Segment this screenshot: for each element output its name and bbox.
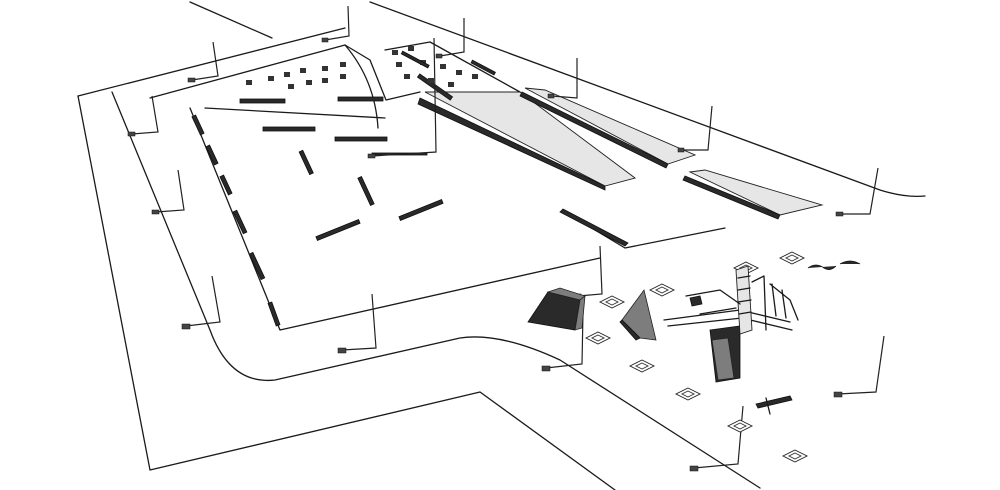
plaza-ledge-outline (564, 211, 726, 249)
inner-sidewalk (111, 91, 761, 489)
planter (674, 387, 702, 401)
rail (337, 96, 384, 102)
rail (315, 219, 361, 241)
plaza-top-right-edge (384, 41, 521, 93)
block (322, 66, 328, 71)
plaza-lower-edge (189, 107, 601, 331)
block (404, 74, 410, 79)
bank-ramp-2 (524, 87, 697, 165)
plaza-curve (344, 44, 379, 129)
cube-block (527, 287, 586, 331)
planter (781, 449, 809, 463)
rail (334, 136, 388, 142)
planter (778, 251, 806, 265)
ledge-shadow (559, 208, 629, 247)
light-pole (181, 275, 221, 330)
light-pole (547, 58, 578, 99)
small-blocks (246, 46, 496, 89)
bench (267, 301, 281, 327)
block (440, 64, 446, 69)
planter (648, 283, 676, 297)
left-bench-row (191, 114, 281, 327)
light-pole (127, 95, 159, 137)
rail (262, 126, 316, 132)
light-pole (833, 335, 885, 398)
light-pole (321, 5, 350, 43)
block (456, 70, 462, 75)
block (408, 46, 414, 51)
wave-sculpture (807, 260, 861, 270)
block (284, 72, 290, 77)
rail (470, 59, 496, 76)
planter (628, 359, 656, 373)
light-pole (677, 105, 713, 153)
light-pole (435, 18, 465, 59)
block (340, 74, 346, 79)
rail (239, 98, 286, 104)
road-edge-top-left (189, 1, 273, 39)
road-lines (77, 1, 926, 490)
bench (248, 251, 266, 281)
block (300, 68, 306, 73)
light-pole (573, 245, 603, 299)
block (246, 80, 252, 85)
plaza (149, 41, 726, 331)
bench (191, 114, 205, 136)
light-pole (541, 311, 584, 372)
bench (205, 144, 219, 166)
bank-ramp-1-shadow (417, 97, 606, 191)
rail (398, 199, 444, 221)
planter (598, 295, 626, 309)
block (306, 80, 312, 85)
block (428, 78, 434, 83)
light-pole (187, 41, 219, 83)
block (268, 76, 274, 81)
light-pole (835, 167, 879, 217)
block (340, 62, 346, 67)
bank-ramp-1 (424, 91, 637, 187)
block (472, 74, 478, 79)
light-pole (367, 37, 437, 159)
bench (232, 209, 248, 235)
banks (417, 87, 824, 247)
bank-ramp-3 (688, 169, 824, 216)
plaza-inner-line (204, 107, 386, 119)
bank-ramp-2-shadow (519, 91, 669, 169)
plaza-rails (239, 73, 454, 241)
small-feature (755, 395, 793, 415)
light-pole (337, 293, 377, 354)
rail (357, 176, 375, 206)
planter (726, 419, 754, 433)
block (392, 50, 398, 55)
planter (584, 331, 612, 345)
light-pole (689, 405, 744, 472)
playground-structure (619, 265, 799, 383)
rail (298, 149, 314, 176)
bench (219, 174, 233, 196)
outer-boundary-left (77, 95, 616, 490)
outer-boundary-top (77, 27, 346, 97)
block (396, 62, 402, 67)
light-poles (127, 5, 885, 472)
planter-squares (584, 251, 809, 463)
block (322, 78, 328, 83)
block (288, 84, 294, 89)
rail (400, 50, 430, 69)
bank-ramp-3-shadow (682, 175, 781, 220)
light-pole (151, 169, 185, 215)
plaza-top-edge (149, 44, 421, 101)
block (448, 82, 454, 87)
road-edge-top-right (369, 1, 926, 198)
